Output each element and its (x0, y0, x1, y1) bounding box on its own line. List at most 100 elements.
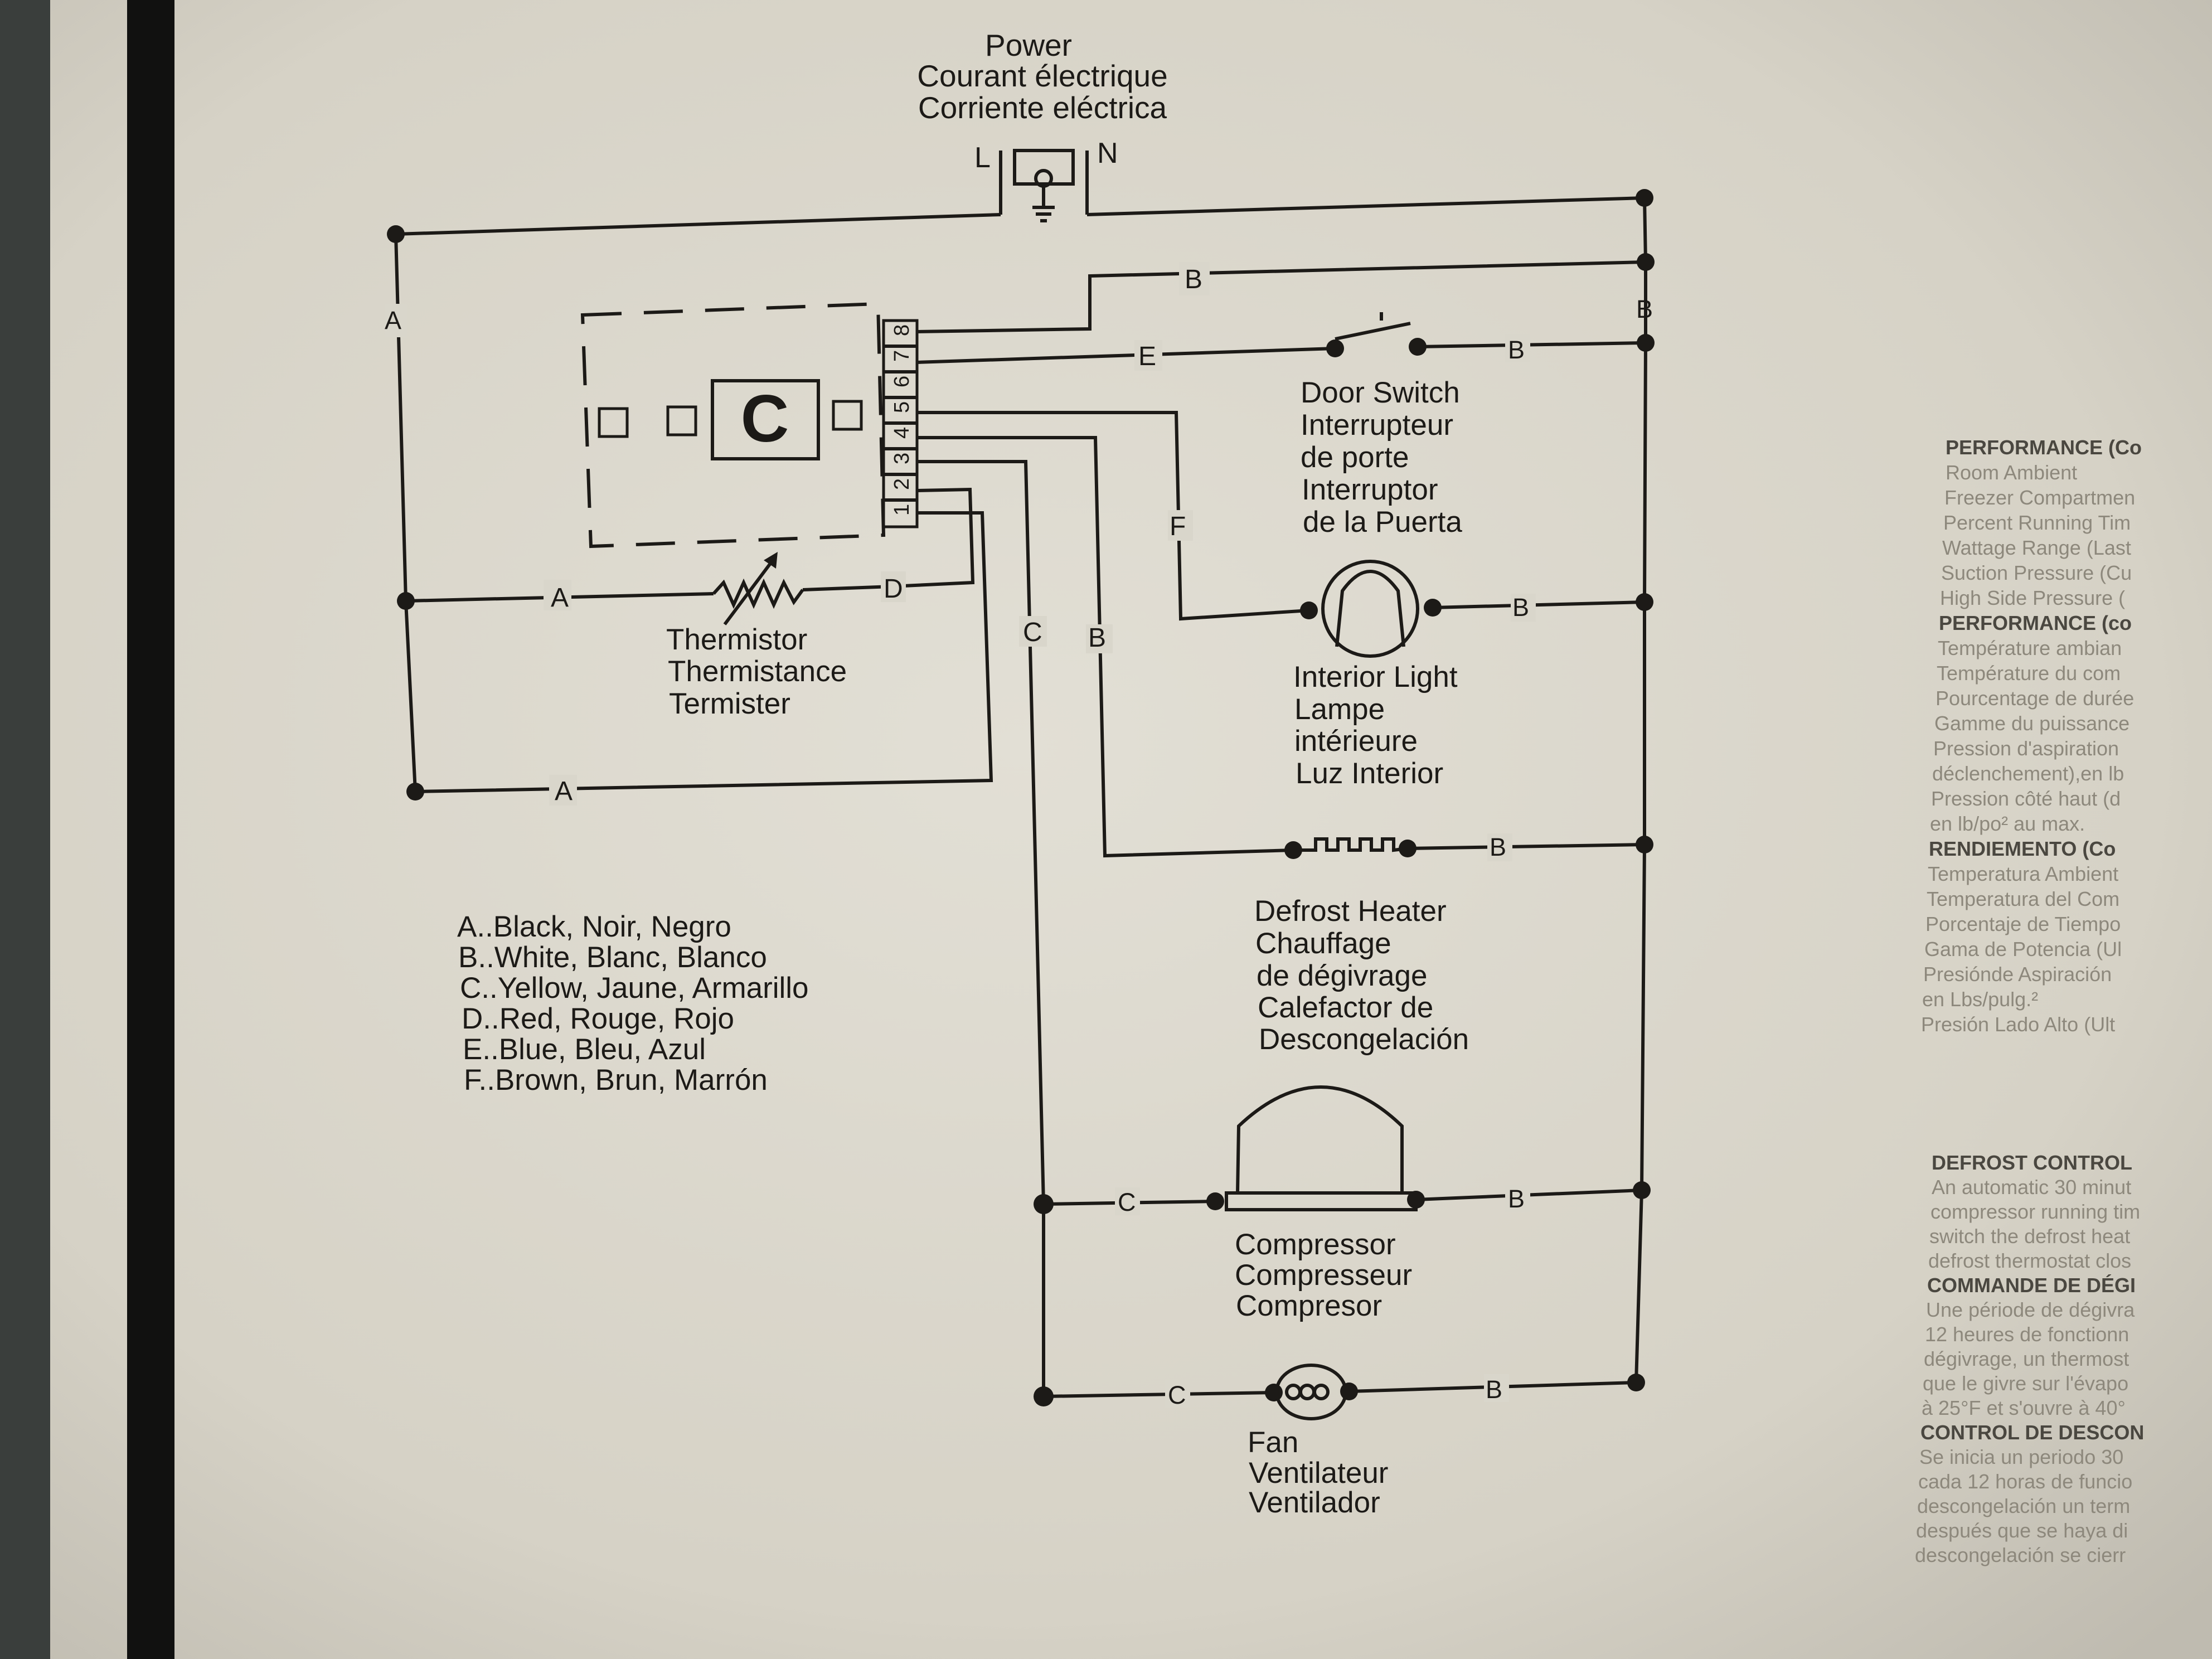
legend-item-d: D..Red, Rouge, Rojo (462, 1002, 734, 1035)
wire-label-c-fan: C (1168, 1381, 1186, 1409)
power-label-line-1: Power (985, 28, 1072, 62)
perf-line-2: Freezer Compartmen (1944, 486, 2135, 509)
defrost-line-7: 12 heures de fonctionn (1925, 1323, 2129, 1346)
defrost-line-5: COMMANDE DE DÉGI (1927, 1274, 2136, 1297)
compressor-label-line-1: Compressor (1235, 1228, 1396, 1261)
terminal-2: 2 (890, 478, 914, 490)
defrost-line-13: cada 12 horas de funcio (1918, 1470, 2132, 1493)
perf-line-5: Suction Pressure (Cu (1941, 561, 2132, 584)
defrost-heater-label-line-4: Calefactor de (1258, 991, 1433, 1024)
defrost-heater-label-line-5: Descongelación (1259, 1023, 1469, 1056)
defrost-line-4: defrost thermostat clos (1928, 1249, 2131, 1272)
wire-label-a-bottom: A (555, 777, 573, 806)
perf-line-23: Presión Lado Alto (Ult (1921, 1013, 2115, 1036)
wire-labels: A A A D B B E B F B C B B C B C B (385, 262, 1653, 1409)
wire-label-b-compressor: B (1508, 1185, 1525, 1213)
wire-label-b-light: B (1512, 593, 1529, 622)
performance-text-block: PERFORMANCE (Co Room Ambient Freezer Com… (1921, 436, 2142, 1036)
wire-label-b-vertical: B (1088, 623, 1106, 653)
door-switch-label-line-3: de porte (1301, 441, 1409, 474)
fan-label-line-2: Ventilateur (1249, 1457, 1388, 1490)
defrost-line-16: descongelación se cierr (1915, 1544, 2126, 1566)
perf-line-12: Pression d'aspiration (1933, 737, 2119, 760)
wire-label-a-left: A (385, 306, 401, 334)
defrost-heater-label-line-3: de dégivrage (1257, 959, 1427, 992)
terminal-6: 6 (890, 376, 914, 387)
power-label: Power Courant électrique Corriente eléct… (917, 28, 1167, 125)
defrost-line-12: Se inicia un periodo 30 (1919, 1445, 2123, 1468)
defrost-line-1: An automatic 30 minut (1932, 1176, 2131, 1199)
perf-line-6: High Side Pressure ( (1940, 586, 2125, 609)
power-label-line-2: Courant électrique (917, 59, 1167, 93)
thermistor-label-line-2: Thermistance (668, 655, 847, 688)
wire-label-c-vertical: C (1023, 618, 1042, 647)
perf-line-4: Wattage Range (Last (1942, 536, 2131, 559)
defrost-line-10: à 25°F et s'ouvre à 40° (1922, 1396, 2126, 1419)
wire-label-b-fan: B (1486, 1375, 1502, 1404)
door-switch-label-line-1: Door Switch (1301, 376, 1460, 409)
wire-label-d: D (884, 574, 903, 604)
legend-item-f: F..Brown, Brun, Marrón (464, 1064, 768, 1097)
defrost-control-text-block: DEFROST CONTROL An automatic 30 minut co… (1915, 1151, 2144, 1566)
defrost-line-9: que le givre sur l'évapo (1923, 1372, 2128, 1395)
thermistor-label-line-3: Termister (669, 687, 790, 720)
defrost-heater-label: Defrost Heater Chauffage de dégivrage Ca… (1254, 895, 1469, 1056)
board-display (711, 379, 820, 460)
legend-item-b: B..White, Blanc, Blanco (458, 941, 767, 974)
terminal-1: 1 (890, 504, 914, 516)
wire-label-e: E (1138, 342, 1156, 371)
interior-light-label-line-1: Interior Light (1293, 661, 1458, 693)
thermistor-label-line-1: Thermistor (666, 623, 807, 656)
board-button-3 (832, 400, 863, 431)
power-label-line-3: Corriente eléctrica (918, 90, 1167, 125)
wire-label-b-top: B (1185, 265, 1202, 294)
door-switch-label-line-4: Interruptor (1302, 473, 1438, 506)
legend-item-e: E..Blue, Bleu, Azul (463, 1033, 706, 1066)
wire-label-f: F (1170, 512, 1186, 541)
defrost-heater-icon (1293, 837, 1408, 852)
fan-icon (1275, 1364, 1347, 1420)
perf-line-22: en Lbs/pulg.² (1922, 988, 2038, 1011)
defrost-line-11: CONTROL DE DESCON (1920, 1421, 2144, 1444)
perf-line-13: déclenchement),en lb (1932, 762, 2124, 785)
board-display-digit: C (741, 381, 789, 456)
perf-line-18: Temperatura del Com (1927, 887, 2119, 910)
interior-light-label: Interior Light Lampe intérieure Luz Inte… (1293, 661, 1458, 790)
legend-item-a: A..Black, Noir, Negro (457, 910, 731, 943)
board-button-2 (666, 405, 697, 436)
perf-line-9: Température du com (1937, 662, 2121, 685)
wire-label-a-thermistor: A (551, 583, 569, 613)
perf-line-19: Porcentaje de Tiempo (1925, 913, 2121, 935)
fan-label-line-3: Ventilador (1249, 1486, 1380, 1519)
wire-label-b-bus: B (1636, 295, 1653, 323)
control-board: C 1 2 3 4 5 6 7 8 (580, 302, 919, 549)
interior-light-label-line-4: Luz Interior (1296, 757, 1443, 790)
defrost-line-6: Une période de dégivra (1926, 1298, 2135, 1321)
perf-line-0: PERFORMANCE (Co (1946, 436, 2142, 459)
compressor-label-line-3: Compresor (1236, 1289, 1382, 1322)
defrost-heater-label-line-1: Defrost Heater (1254, 895, 1447, 928)
paper-sheet (45, 0, 2212, 1659)
interior-light-label-line-3: intérieure (1294, 725, 1418, 758)
neutral-terminal-label: N (1097, 137, 1118, 169)
perf-line-10: Pourcentage de durée (1936, 687, 2134, 710)
defrost-line-14: descongelación un term (1917, 1495, 2130, 1517)
fan-label: Fan Ventilateur Ventilador (1248, 1426, 1388, 1519)
defrost-line-15: después que se haya di (1916, 1519, 2128, 1542)
legend-item-c: C..Yellow, Jaune, Armarillo (460, 972, 809, 1005)
perf-line-14: Pression côté haut (d (1931, 787, 2121, 810)
perf-line-11: Gamme du puissance (1934, 712, 2129, 735)
defrost-line-8: dégivrage, un thermost (1924, 1347, 2129, 1370)
door-switch-label-line-2: Interrupteur (1301, 409, 1453, 442)
board-button-1 (598, 407, 629, 438)
terminal-7: 7 (890, 350, 914, 362)
line-terminal-label: L (974, 142, 991, 174)
power-plug-icon (999, 149, 1089, 222)
wire-label-b-heater: B (1490, 833, 1506, 861)
perf-line-16: RENDIEMENTO (Co (1929, 837, 2116, 860)
perf-line-17: Temperatura Ambient (1928, 862, 2118, 885)
wire-label-c-compressor: C (1118, 1188, 1136, 1216)
dark-border-left (0, 0, 50, 1659)
